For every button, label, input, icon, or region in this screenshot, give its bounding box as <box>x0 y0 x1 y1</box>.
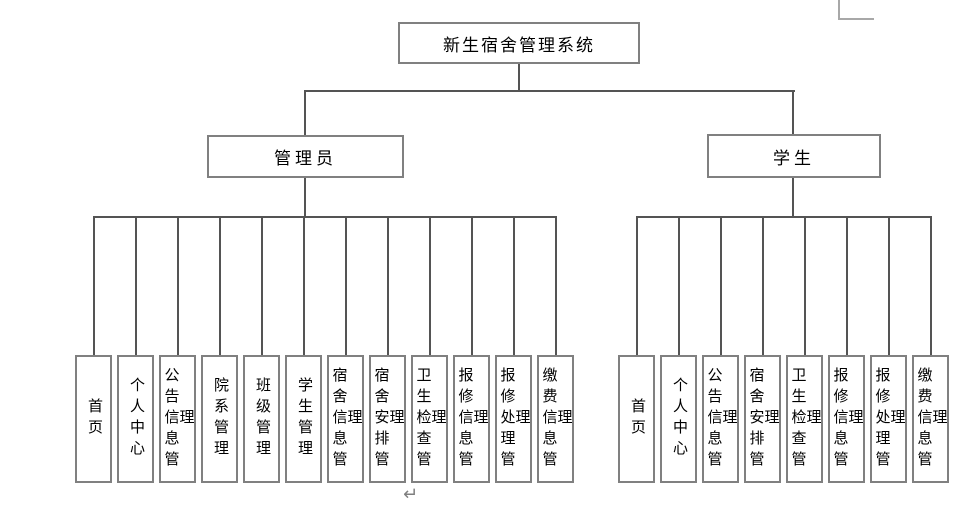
leaf-node: 宿舍安排管理 <box>744 355 781 483</box>
leaf-node: 公告信息管理 <box>702 355 739 483</box>
connector-leaf-drop <box>386 216 389 355</box>
leaf-label: 班级管理 <box>254 377 270 461</box>
connector-leaf-drop <box>887 216 890 355</box>
leaf-label: 个人中心 <box>671 377 687 461</box>
leaf-node: 公告信息管理 <box>159 355 196 483</box>
leaf-label: 报修处理管理 <box>498 366 530 472</box>
leaf-node: 卫生检查管理 <box>411 355 448 483</box>
connector-level2-bus <box>304 90 795 92</box>
connector-leaf-drop <box>803 216 806 355</box>
leaf-label: 报修处理管理 <box>873 366 905 472</box>
branch-node-admin: 管理员 <box>207 135 404 178</box>
leaf-label: 个人中心 <box>128 377 144 461</box>
leaf-node: 学生管理 <box>285 355 322 483</box>
leaf-node: 报修信息管理 <box>453 355 490 483</box>
leaf-node: 报修处理管理 <box>870 355 907 483</box>
connector-leaf-drop <box>134 216 137 355</box>
leaf-node: 班级管理 <box>243 355 280 483</box>
leaf-label: 首页 <box>629 398 645 440</box>
leaf-node: 卫生检查管理 <box>786 355 823 483</box>
connector-branch-0-bus <box>92 216 557 218</box>
leaf-label: 缴费信息管理 <box>915 366 947 472</box>
leaf-node: 首页 <box>618 355 655 483</box>
paragraph-return-mark: ↵ <box>403 484 419 505</box>
connector-root-drop <box>518 64 520 91</box>
connector-leaf-drop <box>677 216 680 355</box>
leaf-label: 首页 <box>86 398 102 440</box>
branch-node-student: 学生 <box>707 134 881 178</box>
page-boundary-corner-vertical <box>838 0 840 20</box>
connector-branch-student-drop <box>792 90 794 135</box>
leaf-node: 个人中心 <box>117 355 154 483</box>
leaf-label: 卫生检查管理 <box>789 366 821 472</box>
connector-leaf-drop <box>512 216 515 355</box>
connector-branch-0-stem <box>304 178 306 218</box>
connector-leaf-drop <box>92 216 95 355</box>
leaf-node: 缴费信息管理 <box>537 355 574 483</box>
leaf-label: 宿舍安排管理 <box>747 366 779 472</box>
connector-leaf-drop <box>176 216 179 355</box>
leaf-node: 院系管理 <box>201 355 238 483</box>
connector-leaf-drop <box>344 216 347 355</box>
leaf-label: 报修信息管理 <box>831 366 863 472</box>
connector-leaf-drop <box>845 216 848 355</box>
connector-leaf-drop <box>929 216 932 355</box>
leaf-node: 宿舍信息管理 <box>327 355 364 483</box>
leaf-label: 院系管理 <box>212 377 228 461</box>
connector-leaf-drop <box>554 216 557 355</box>
root-node: 新生宿舍管理系统 <box>398 22 640 64</box>
connector-leaf-drop <box>302 216 305 355</box>
leaf-node: 宿舍安排管理 <box>369 355 406 483</box>
leaf-node: 报修信息管理 <box>828 355 865 483</box>
leaf-label: 宿舍安排管理 <box>372 366 404 472</box>
connector-leaf-drop <box>635 216 638 355</box>
leaf-node: 首页 <box>75 355 112 483</box>
leaf-node: 个人中心 <box>660 355 697 483</box>
leaf-label: 缴费信息管理 <box>540 366 572 472</box>
leaf-label: 公告信息管理 <box>162 366 194 472</box>
connector-branch-1-bus <box>635 216 932 218</box>
leaf-label: 卫生检查管理 <box>414 366 446 472</box>
connector-branch-admin-drop <box>304 90 306 135</box>
connector-leaf-drop <box>470 216 473 355</box>
leaf-label: 公告信息管理 <box>705 366 737 472</box>
leaf-node: 缴费信息管理 <box>912 355 949 483</box>
connector-leaf-drop <box>260 216 263 355</box>
leaf-node: 报修处理管理 <box>495 355 532 483</box>
connector-leaf-drop <box>719 216 722 355</box>
connector-leaf-drop <box>218 216 221 355</box>
page-boundary-corner-horizontal <box>838 18 874 20</box>
leaf-label: 宿舍信息管理 <box>330 366 362 472</box>
leaf-label: 报修信息管理 <box>456 366 488 472</box>
connector-leaf-drop <box>428 216 431 355</box>
connector-leaf-drop <box>761 216 764 355</box>
leaf-label: 学生管理 <box>296 377 312 461</box>
connector-branch-1-stem <box>792 178 794 218</box>
